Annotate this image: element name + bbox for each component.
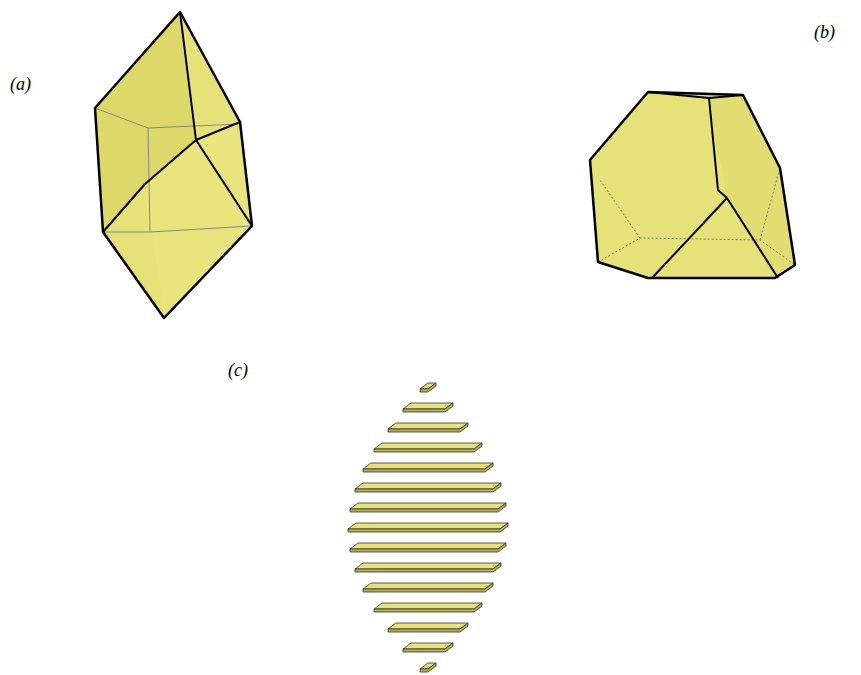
- rhombohedron: [95, 12, 252, 318]
- panel-label: (b): [814, 22, 835, 43]
- truncated-polyhedron: [590, 92, 795, 278]
- panel-label: (a): [10, 74, 31, 95]
- slice-stack: [348, 383, 508, 672]
- panel-label: (c): [228, 360, 248, 381]
